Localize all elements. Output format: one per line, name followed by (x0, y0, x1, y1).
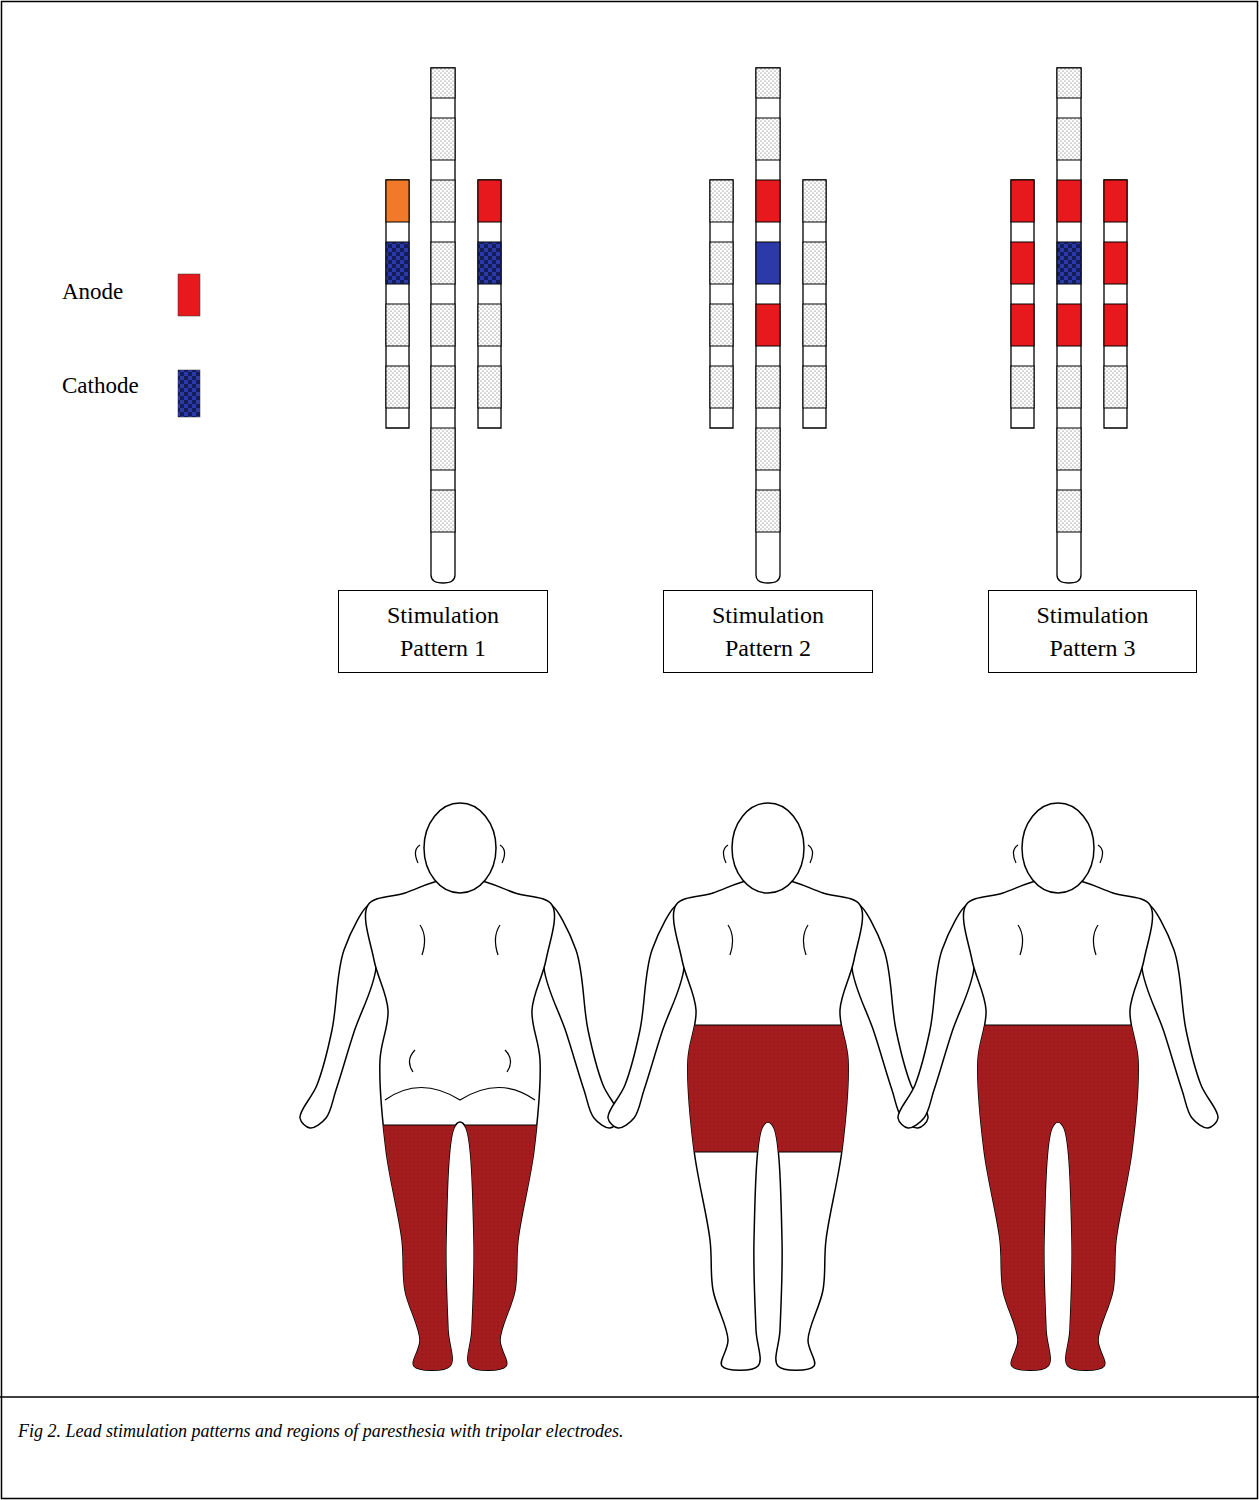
legend-label: Cathode (62, 373, 139, 399)
swatch-texture (178, 370, 200, 417)
pattern-label-box: Stimulation Pattern 1 (338, 590, 548, 673)
electrode-lead (478, 180, 501, 428)
electrode-lead (386, 180, 409, 428)
electrode-lead (1104, 180, 1127, 428)
caption-rule (0, 1396, 1259, 1398)
legend-swatch (178, 274, 200, 316)
pattern-label-box: Stimulation Pattern 2 (663, 590, 873, 673)
legend-swatch (178, 370, 200, 417)
body-figure (300, 803, 620, 1370)
pattern-label: Stimulation Pattern 2 (688, 599, 848, 664)
electrode-lead (431, 68, 455, 583)
electrode-lead (1011, 180, 1034, 428)
body-figure (898, 803, 1218, 1370)
pattern-label: Stimulation Pattern 1 (363, 599, 523, 664)
electrode-lead (756, 68, 780, 583)
figure-caption: Fig 2. Lead stimulation patterns and reg… (18, 1421, 1218, 1442)
paresthesia-region (938, 1025, 1178, 1370)
paresthesia-region (340, 1125, 580, 1370)
body-figure (608, 803, 928, 1370)
pattern-label-box: Stimulation Pattern 3 (988, 590, 1197, 673)
legend-label: Anode (62, 279, 123, 305)
electrode-lead (803, 180, 826, 428)
paresthesia-region (648, 1025, 888, 1152)
pattern-label: Stimulation Pattern 3 (1013, 599, 1173, 664)
electrode-lead (1057, 68, 1081, 583)
electrode-lead (710, 180, 733, 428)
